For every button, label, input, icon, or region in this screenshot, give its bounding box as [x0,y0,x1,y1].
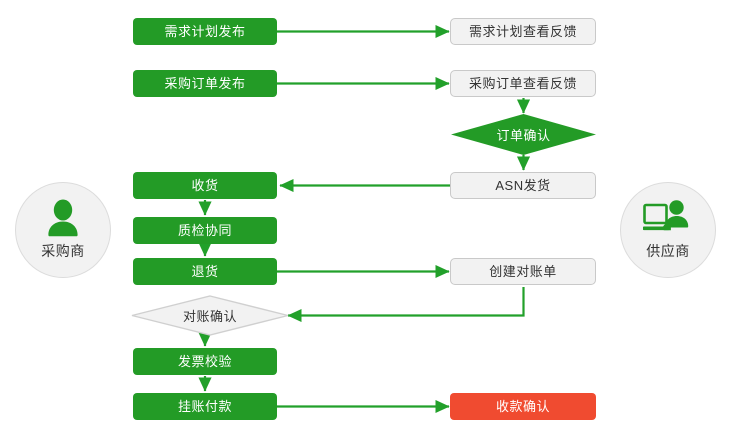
person-icon [41,199,85,239]
node-order-confirm[interactable]: 订单确认 [451,114,596,155]
node-po-feedback[interactable]: 采购订单查看反馈 [450,70,596,97]
node-po-publish[interactable]: 采购订单发布 [133,70,277,97]
person-at-computer-icon [642,199,693,239]
node-order-confirm-label: 订单确认 [496,128,551,143]
edge-statement-to-confirm [287,287,525,323]
node-receive-goods[interactable]: 收货 [133,172,277,199]
actor-supplier[interactable]: 供应商 [620,182,716,278]
node-statement-confirm[interactable]: 对账确认 [131,295,289,336]
diamond-shape [131,295,289,336]
node-return-goods[interactable]: 退货 [133,258,277,285]
node-invoice-check[interactable]: 发票校验 [133,348,277,375]
node-quality-collab[interactable]: 质检协同 [133,217,277,244]
diamond-shape [451,114,596,155]
node-asn-ship[interactable]: ASN发货 [450,172,596,199]
node-demand-plan-feedback[interactable]: 需求计划查看反馈 [450,18,596,45]
actor-buyer-label: 采购商 [41,243,85,259]
node-payment-posting[interactable]: 挂账付款 [133,393,277,420]
actor-supplier-label: 供应商 [646,243,690,259]
actor-buyer[interactable]: 采购商 [15,182,111,278]
node-payment-receipt[interactable]: 收款确认 [450,393,596,420]
node-demand-plan-publish[interactable]: 需求计划发布 [133,18,277,45]
node-statement-confirm-label: 对账确认 [182,309,237,324]
node-create-statement[interactable]: 创建对账单 [450,258,596,285]
